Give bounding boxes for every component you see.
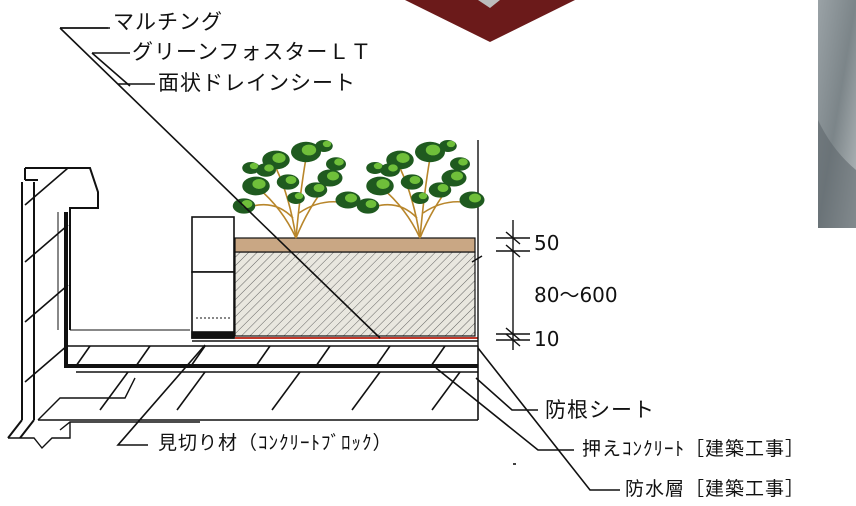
mulch-layer (234, 237, 476, 253)
dimension-middle: 80〜600 (534, 283, 618, 307)
concrete-block (191, 216, 235, 339)
parapet-wall (7, 167, 99, 439)
soil-edge-hook (471, 255, 483, 263)
photo-edge (818, 120, 856, 228)
leader-lines (59, 27, 620, 491)
roof-panel (405, 0, 575, 42)
dimension-top: 50 (534, 231, 560, 255)
tree-icon (232, 140, 361, 239)
waterproof-outline (64, 212, 478, 368)
label-mulching: マルチング (113, 10, 223, 34)
concrete-slab (38, 329, 479, 421)
soil-layer (234, 251, 476, 337)
label-parting-material: 見切り材（ｺﾝｸﾘｰﾄﾌﾞﾛｯｸ） (158, 432, 393, 454)
roof-panel-highlight (478, 0, 500, 8)
tree-icon (356, 140, 485, 239)
parapet-hatch (24, 167, 69, 383)
slab-hatch (75, 345, 461, 411)
floor-step (8, 377, 200, 450)
label-pressed-concrete: 押えｺﾝｸﾘｰﾄ［建築工事］ (582, 438, 806, 460)
label-root-barrier: 防根シート (545, 398, 655, 422)
dimension-bottom: 10 (534, 327, 560, 351)
label-drain-sheet: 面状ドレインシート (158, 71, 356, 95)
label-green-foster: グリーンフォスターＬＴ (132, 40, 373, 64)
dimension-lines (496, 220, 530, 350)
label-waterproof-layer: 防水層［建築工事］ (625, 478, 806, 500)
